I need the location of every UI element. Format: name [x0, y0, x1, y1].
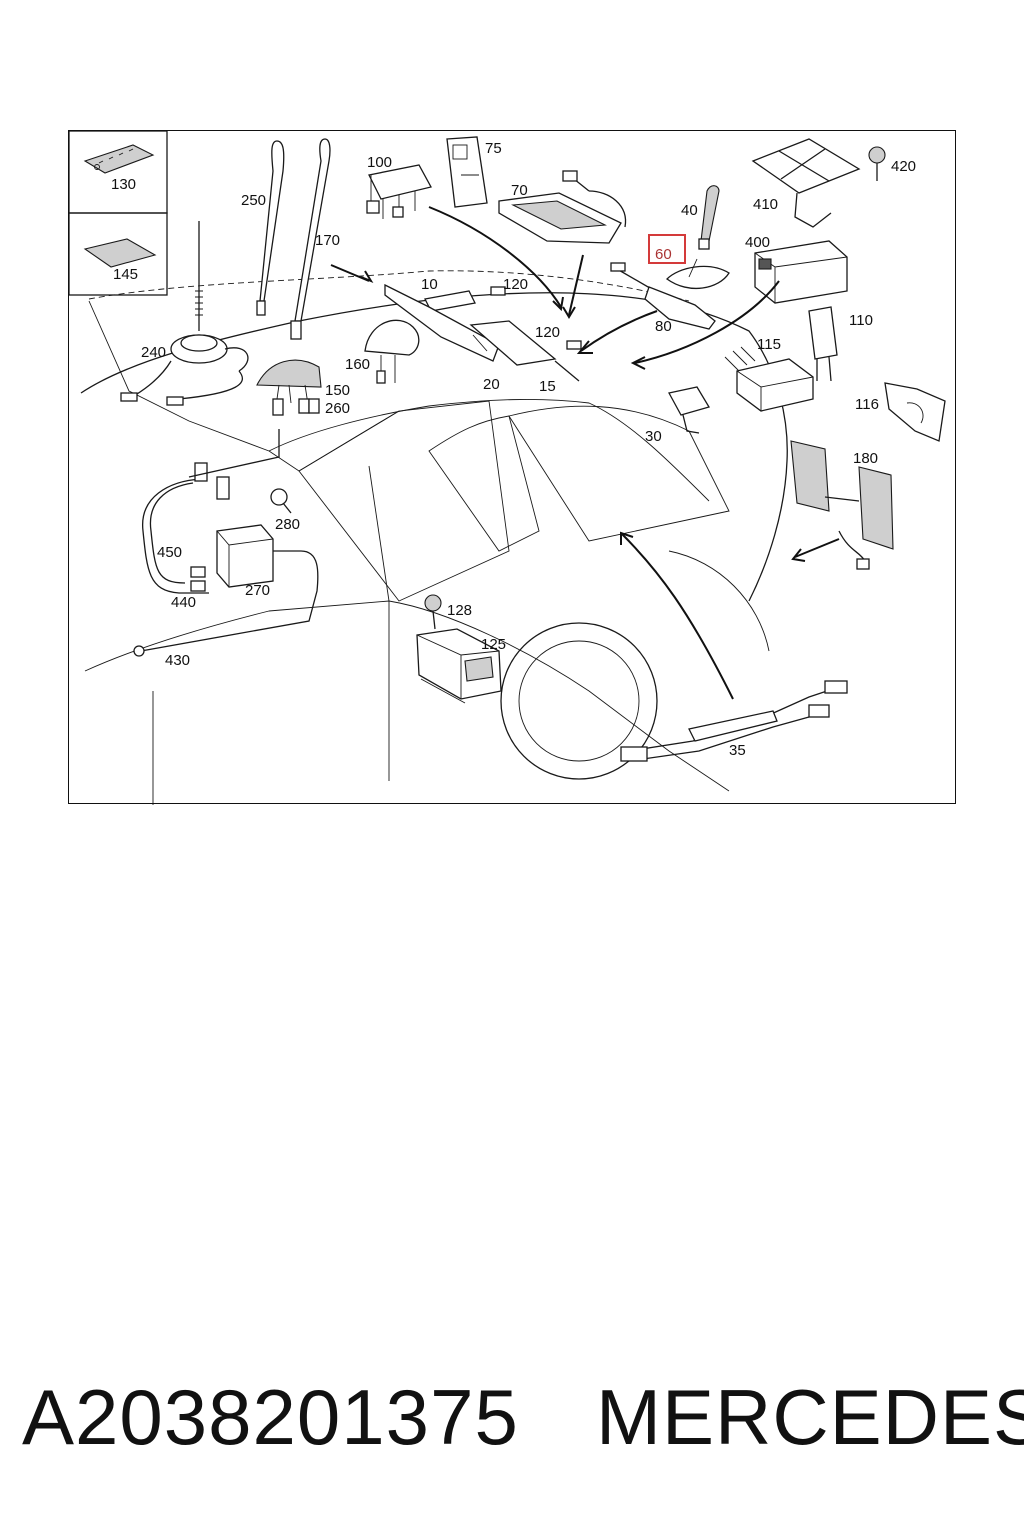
callout-110: 110 — [849, 312, 873, 329]
part-35-harness — [620, 680, 848, 762]
part-15-panel — [469, 320, 580, 382]
callout-420: 420 — [891, 158, 916, 175]
callout-400: 400 — [745, 234, 770, 251]
callout-80: 80 — [655, 318, 672, 335]
callout-labels: 130 145 250 170 240 100 75 70 40 60 410 … — [111, 140, 916, 759]
callout-410: 410 — [753, 196, 778, 213]
callout-20: 20 — [483, 376, 500, 393]
callout-60: 60 — [655, 246, 672, 263]
part-180-plates — [790, 440, 894, 570]
callout-240: 240 — [141, 344, 166, 361]
brand-name: MERCEDES — [596, 1373, 1024, 1461]
callout-35: 35 — [729, 742, 746, 759]
part-160-roof-antenna — [364, 319, 420, 384]
callout-130: 130 — [111, 176, 136, 193]
callout-120-mid: 120 — [535, 324, 560, 341]
part-40-antenna-stub — [698, 185, 720, 250]
part-420-screw — [868, 146, 886, 181]
part-430-cable — [133, 645, 145, 657]
callout-125: 125 — [481, 636, 506, 653]
callout-430: 430 — [165, 652, 190, 669]
part-150-antenna-mount — [256, 359, 322, 416]
callout-450: 450 — [157, 544, 182, 561]
part-280-bolt — [270, 488, 292, 514]
callout-60-highlight — [648, 234, 686, 264]
inset-boxes — [69, 131, 168, 296]
part-450-cable-loop — [142, 462, 230, 594]
part-250-rod-antenna — [256, 140, 285, 316]
callout-150: 150 — [325, 382, 350, 399]
part-100-connector-block — [366, 164, 432, 219]
part-116-bracket — [884, 382, 946, 442]
callout-115: 115 — [757, 336, 781, 353]
callout-120-top: 120 — [503, 276, 528, 293]
part-128-bolt — [424, 594, 442, 630]
callout-280: 280 — [275, 516, 300, 533]
part-270-splitter-box — [140, 524, 319, 652]
part-240-antenna-base — [120, 221, 249, 406]
callout-250: 250 — [241, 192, 266, 209]
callout-100: 100 — [367, 154, 392, 171]
callout-30: 30 — [645, 428, 662, 445]
assembly-arrows — [188, 206, 840, 700]
callout-75: 75 — [485, 140, 502, 157]
callout-15: 15 — [539, 378, 556, 395]
part-60-antenna-base — [666, 258, 730, 289]
part-75-module — [446, 136, 488, 208]
part-10-module — [424, 290, 476, 312]
callout-180: 180 — [853, 450, 878, 467]
part-130-shim — [83, 144, 155, 174]
part-170-rod-antenna — [290, 138, 331, 340]
part-145-pad — [83, 238, 157, 268]
part-110-splitter — [808, 306, 838, 382]
callout-160: 160 — [345, 356, 370, 373]
part-115-amplifier — [724, 346, 814, 412]
callout-260: 260 — [325, 400, 350, 417]
callout-128: 128 — [447, 602, 472, 619]
part-70-tray — [498, 170, 627, 244]
part-30-connector — [668, 386, 710, 434]
callout-170: 170 — [315, 232, 340, 249]
part-440-connectors — [190, 566, 206, 592]
callout-440: 440 — [171, 594, 196, 611]
part-number: A2038201375 — [22, 1373, 519, 1461]
part-80-cable-module — [610, 262, 716, 330]
part-410-bracket — [751, 138, 861, 228]
callout-270: 270 — [245, 582, 270, 599]
part-125-control-module — [416, 628, 502, 704]
callout-10: 10 — [421, 276, 438, 293]
callout-70: 70 — [511, 182, 528, 199]
exploded-parts-drawing: 130 145 250 170 240 100 75 70 40 60 410 … — [69, 131, 946, 805]
part-20-strip — [384, 283, 500, 362]
callout-145: 145 — [113, 266, 138, 283]
callout-116: 116 — [855, 396, 879, 413]
parts-diagram: 130 145 250 170 240 100 75 70 40 60 410 … — [68, 130, 956, 805]
callout-40: 40 — [681, 202, 698, 219]
part-120-clips — [490, 286, 582, 350]
vehicle-outline — [80, 270, 788, 805]
